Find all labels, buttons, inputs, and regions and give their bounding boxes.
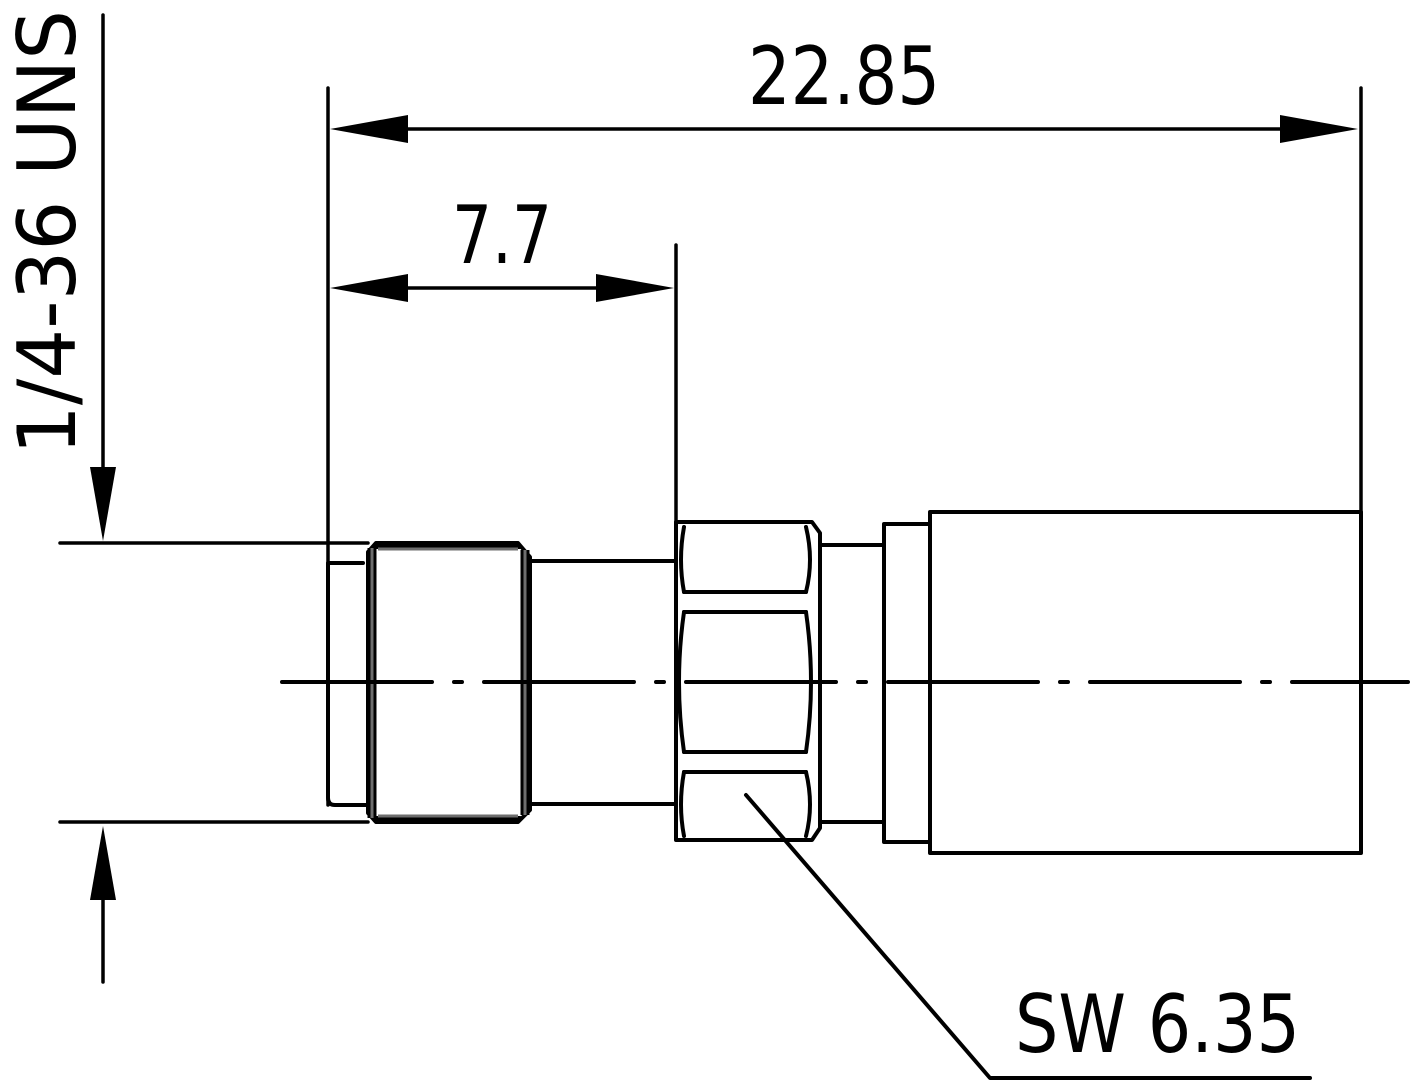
overall-length-dimension: 22.85	[326, 30, 1363, 854]
arrow-right-icon	[1280, 115, 1358, 143]
thread-length-label: 7.7	[452, 189, 552, 282]
thread-diameter-dimension: 1/4-36 UNS	[1, 10, 370, 984]
shaft	[528, 559, 678, 806]
arrow-left-icon	[330, 274, 408, 302]
thread-spec-label: 1/4-36 UNS	[1, 10, 94, 455]
arrow-right-icon	[596, 274, 674, 302]
arrow-up-icon	[90, 826, 116, 900]
front-rim	[326, 561, 368, 807]
arrow-down-icon	[90, 467, 116, 541]
wrench-size-callout: SW 6.35	[744, 793, 1312, 1080]
leader-line	[744, 793, 1312, 1080]
arrow-left-icon	[330, 115, 408, 143]
neck	[818, 543, 886, 824]
thread-length-dimension: 7.7	[330, 189, 678, 524]
overall-length-label: 22.85	[748, 30, 940, 123]
wrench-size-label: SW 6.35	[1015, 978, 1300, 1071]
hex-nut	[674, 520, 822, 842]
